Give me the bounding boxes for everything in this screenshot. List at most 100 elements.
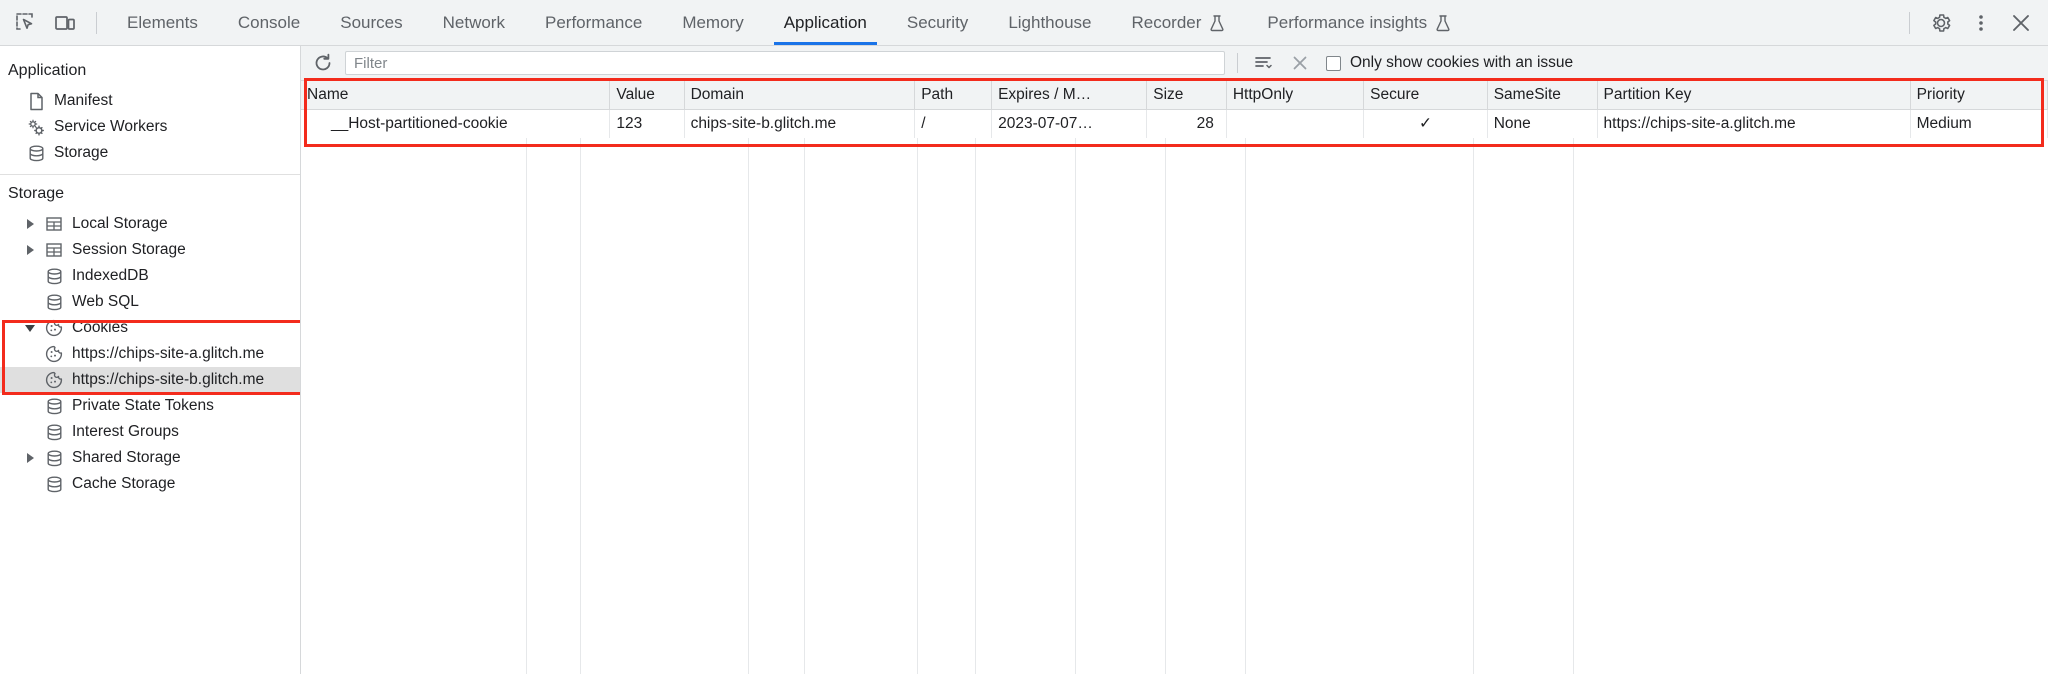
tab-performance-insights[interactable]: Performance insights	[1245, 0, 1473, 45]
tab-console[interactable]: Console	[218, 0, 320, 45]
document-icon	[26, 91, 46, 111]
only-issues-checkbox-row[interactable]: Only show cookies with an issue	[1326, 54, 1573, 72]
tab-sources[interactable]: Sources	[320, 0, 422, 45]
caret-placeholder	[26, 271, 36, 281]
refresh-icon[interactable]	[309, 50, 337, 76]
table-icon	[44, 240, 64, 260]
device-toolbar-icon[interactable]	[46, 4, 84, 42]
close-icon[interactable]	[2002, 4, 2040, 42]
column-header-size[interactable]: Size	[1146, 81, 1227, 110]
cookies-table-body: __Host-partitioned-cookie 123 chips-site…	[301, 109, 2048, 138]
tab-network[interactable]: Network	[423, 0, 525, 45]
inspect-element-icon[interactable]	[6, 4, 44, 42]
sidebar-item-cache-storage[interactable]: Cache Storage	[0, 471, 300, 497]
tab-label: Application	[783, 12, 867, 32]
cookies-panel: Filter Only show cookies with an	[301, 46, 2048, 674]
column-header-secure[interactable]: Secure	[1363, 81, 1488, 110]
sidebar-item-cookie-origin-a[interactable]: https://chips-site-a.glitch.me	[0, 341, 300, 367]
sidebar-item-label: Storage	[54, 144, 109, 161]
column-separator	[580, 138, 581, 674]
column-header-value[interactable]: Value	[609, 81, 685, 110]
toolbar-divider	[1909, 11, 1910, 34]
only-issues-checkbox[interactable]	[1326, 55, 1341, 71]
database-icon	[26, 143, 46, 163]
database-icon	[44, 396, 64, 416]
cookie-icon	[44, 370, 64, 390]
tab-label: Console	[237, 12, 301, 32]
database-icon	[44, 266, 64, 286]
chevron-right-icon[interactable]	[26, 453, 36, 463]
cell-priority: Medium	[1910, 109, 2048, 138]
tab-lighthouse[interactable]: Lighthouse	[988, 0, 1111, 45]
column-header-name[interactable]: Name	[301, 81, 611, 110]
caret-placeholder	[26, 297, 36, 307]
tab-recorder[interactable]: Recorder	[1112, 0, 1246, 45]
column-header-path[interactable]: Path	[914, 81, 993, 110]
sidebar-item-shared-storage[interactable]: Shared Storage	[0, 445, 300, 471]
sidebar-item-local-storage[interactable]: Local Storage	[0, 211, 300, 237]
sidebar-item-label: Manifest	[54, 92, 113, 109]
sidebar-item-cookie-origin-b[interactable]: https://chips-site-b.glitch.me	[0, 367, 300, 393]
sidebar-item-cookies[interactable]: Cookies	[0, 315, 300, 341]
column-header-expires[interactable]: Expires / M…	[991, 81, 1148, 110]
sidebar-item-service-workers[interactable]: Service Workers	[0, 114, 300, 140]
sidebar-item-private-state-tokens[interactable]: Private State Tokens	[0, 393, 300, 419]
tab-label: Lighthouse	[1008, 12, 1092, 32]
column-separator	[804, 138, 805, 674]
sidebar-item-web-sql[interactable]: Web SQL	[0, 289, 300, 315]
database-icon	[44, 474, 64, 494]
cell-size: 28	[1146, 109, 1227, 138]
more-vertical-icon[interactable]	[1962, 4, 2000, 42]
sidebar-item-label: IndexedDB	[72, 267, 149, 284]
sidebar-item-label: https://chips-site-a.glitch.me	[72, 345, 265, 362]
column-header-samesite[interactable]: SameSite	[1487, 81, 1598, 110]
tab-application[interactable]: Application	[764, 0, 887, 45]
sidebar-item-interest-groups[interactable]: Interest Groups	[0, 419, 300, 445]
cell-name: __Host-partitioned-cookie	[301, 109, 611, 138]
table-column-separators	[301, 81, 2048, 674]
chevron-right-icon[interactable]	[26, 245, 36, 255]
column-separator	[526, 138, 527, 674]
tab-security[interactable]: Security	[887, 0, 988, 45]
sidebar-item-label: Cookies	[72, 319, 128, 336]
column-header-domain[interactable]: Domain	[684, 81, 916, 110]
column-header-priority[interactable]: Priority	[1910, 81, 2048, 110]
chevron-down-icon[interactable]	[25, 323, 36, 333]
sidebar-item-label: Interest Groups	[72, 423, 179, 440]
cell-secure: ✓	[1363, 109, 1488, 138]
cookies-table-header-row: Name Value Domain Path Expires / M… Size…	[301, 81, 2048, 110]
toolbar-divider	[96, 11, 97, 34]
gear-icon[interactable]	[1922, 4, 1960, 42]
sidebar-item-indexeddb[interactable]: IndexedDB	[0, 263, 300, 289]
experiment-flask-icon	[1209, 14, 1225, 32]
cookie-icon	[44, 318, 64, 338]
clear-all-cookies-icon[interactable]	[1286, 50, 1314, 76]
panel-tab-strip: Elements Console Sources Network Perform…	[107, 0, 1899, 45]
database-icon	[44, 292, 64, 312]
cell-samesite: None	[1487, 109, 1598, 138]
sidebar-item-label: Service Workers	[54, 118, 168, 135]
sidebar-divider	[0, 174, 300, 175]
sidebar-item-label: Shared Storage	[72, 449, 181, 466]
sidebar-item-label: https://chips-site-b.glitch.me	[72, 371, 265, 388]
tab-elements[interactable]: Elements	[107, 0, 218, 45]
clear-filtered-icon[interactable]	[1250, 50, 1278, 76]
caret-placeholder	[26, 479, 36, 489]
column-separator	[1075, 138, 1076, 674]
filter-input[interactable]: Filter	[345, 51, 1225, 75]
cell-value: 123	[609, 109, 685, 138]
chevron-right-icon[interactable]	[26, 219, 36, 229]
column-header-partition-key[interactable]: Partition Key	[1597, 81, 1911, 110]
tab-performance[interactable]: Performance	[525, 0, 662, 45]
sidebar-item-session-storage[interactable]: Session Storage	[0, 237, 300, 263]
sidebar-section-storage-header: Storage	[8, 185, 65, 202]
tab-label: Performance	[544, 12, 643, 32]
sidebar-item-manifest[interactable]: Manifest	[0, 88, 300, 114]
table-row[interactable]: __Host-partitioned-cookie 123 chips-site…	[301, 109, 2048, 138]
column-separator	[1473, 138, 1474, 674]
column-header-httponly[interactable]: HttpOnly	[1226, 81, 1365, 110]
sidebar-item-label: Private State Tokens	[72, 397, 214, 414]
tab-memory[interactable]: Memory	[662, 0, 763, 45]
sidebar-item-storage[interactable]: Storage	[0, 140, 300, 166]
tab-label: Memory	[682, 12, 744, 32]
